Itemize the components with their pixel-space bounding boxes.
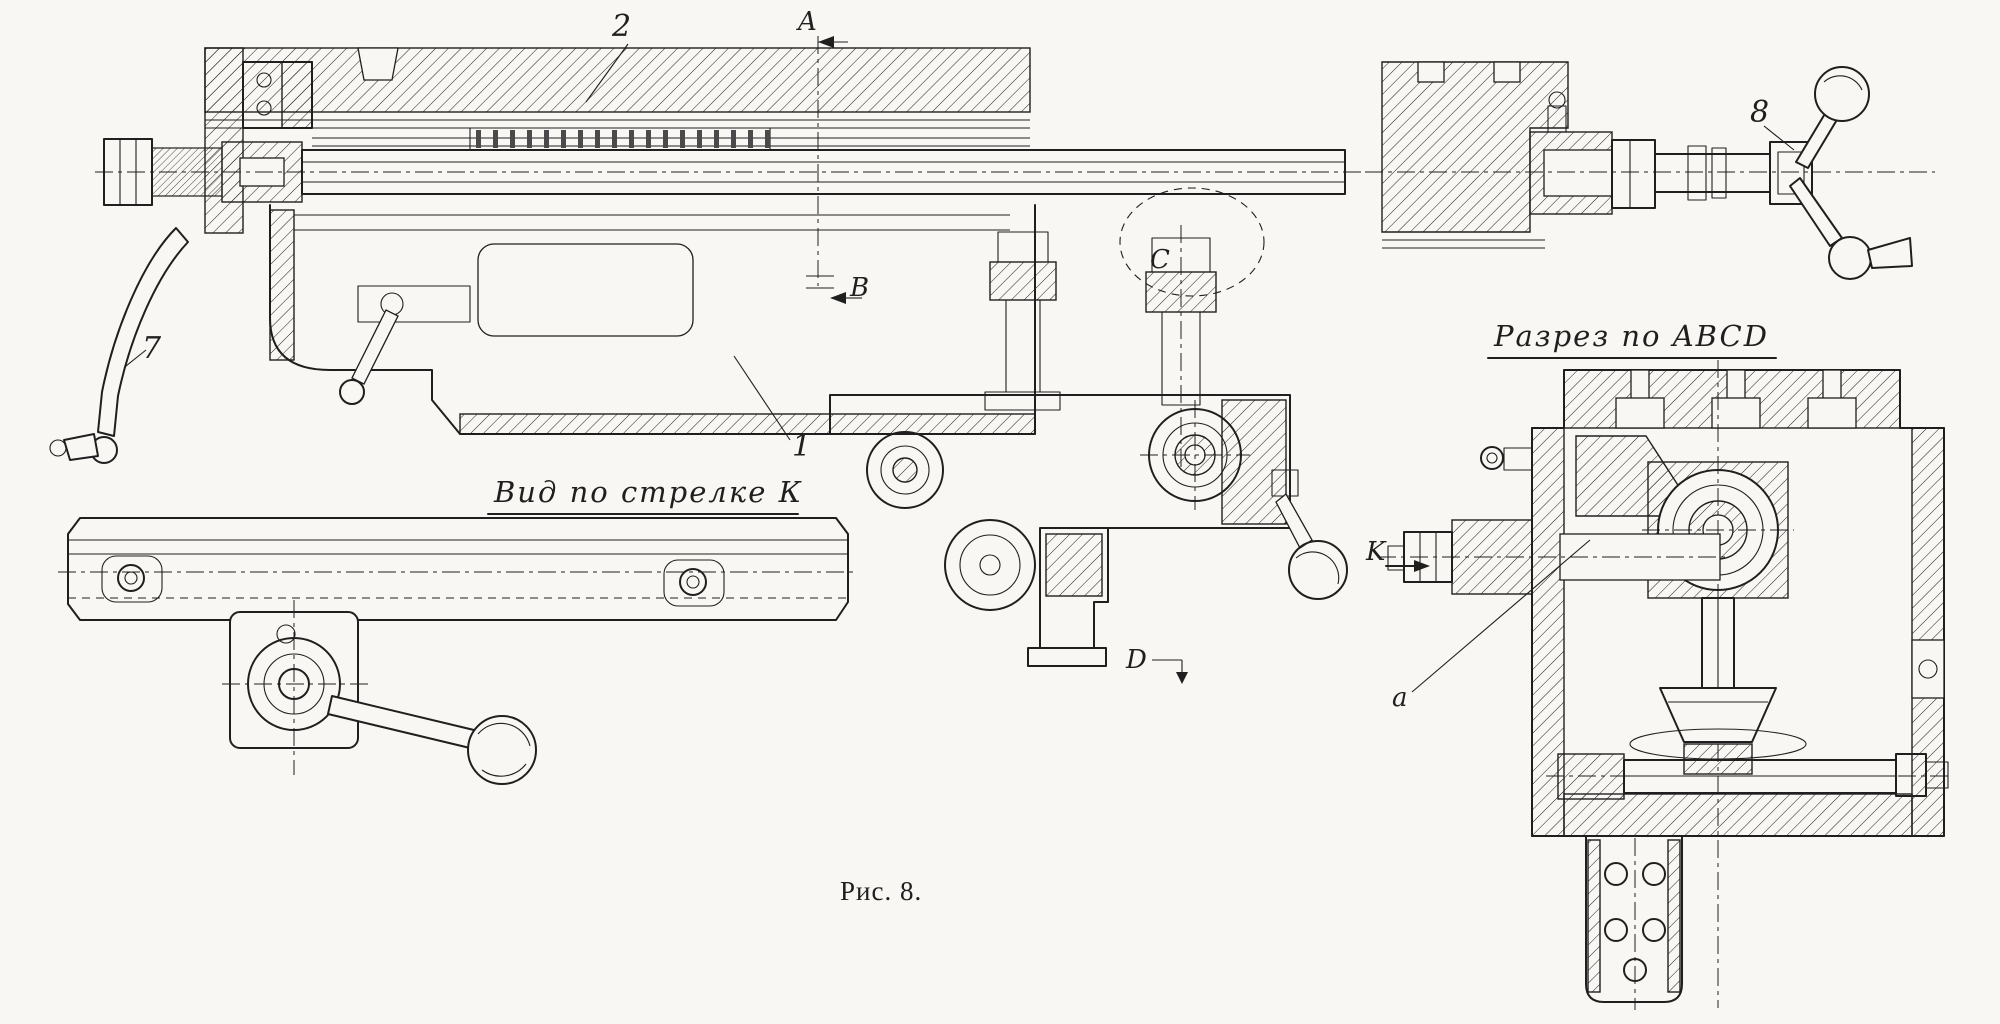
part-label-1: 1 (792, 429, 811, 464)
section-letter-c: C (1150, 245, 1170, 275)
section-letter-d: D (1125, 645, 1147, 675)
bearing-circles (1140, 400, 1250, 510)
t-slots (1615, 369, 1857, 429)
view-along-arrow-k (58, 517, 858, 785)
leadscrew-assembly (95, 127, 1362, 206)
bevel-gear-set (1629, 597, 1807, 775)
arrow-k-mark (1385, 560, 1430, 572)
worm-boss (866, 431, 944, 509)
side-bolt (1480, 446, 1533, 471)
handle-8-lower-ball (1828, 236, 1872, 280)
vertical-shaft-2 (1145, 225, 1217, 470)
part-label-2: 2 (611, 9, 631, 44)
flange-circle (944, 519, 1036, 611)
part-label-8: 8 (1750, 95, 1769, 130)
leader-part-8 (1763, 125, 1795, 151)
section-abcd-title: Разрез по ABCD (1493, 319, 1769, 353)
bottom-bracket (1585, 835, 1683, 1010)
section-line-a (817, 36, 848, 286)
part-label-7: 7 (142, 331, 162, 366)
leader-part-2 (585, 43, 629, 103)
handle-ball (1288, 540, 1348, 600)
figure-caption: Рис. 8. (840, 876, 922, 906)
section-letter-b: B (849, 273, 869, 303)
main-longitudinal-section-view (95, 36, 1362, 684)
handle-8-assembly (1789, 66, 1913, 280)
apron-assembly (269, 204, 1036, 435)
apron-clamp-lever (339, 285, 471, 405)
section-mark-d (1152, 659, 1188, 684)
detail-letter-a: a (1392, 683, 1408, 713)
section-abcd-view (1378, 360, 1952, 1010)
ball-lever (327, 695, 537, 785)
bed-hatched-band (204, 47, 1031, 234)
bar-slot-right (663, 559, 725, 607)
clamp-lever-ball (339, 379, 365, 405)
section-letter-a: A (796, 7, 817, 37)
vertical-shaft-1 (984, 231, 1061, 411)
square-shaft-end (1925, 761, 1949, 789)
right-notch (1911, 639, 1945, 699)
handle-8-cone-knob (1867, 237, 1913, 269)
section-mark-b (806, 275, 862, 304)
apron-inner-window (477, 243, 694, 337)
leader-detail-a (1411, 539, 1591, 693)
clamp-lever-7 (49, 227, 189, 464)
gearbox-housing (829, 394, 1348, 667)
view-k-title: Вид по стрелке К (493, 475, 803, 509)
ball-lever-knob (467, 715, 537, 785)
handle-hub (1769, 141, 1813, 205)
leader-part-1 (733, 355, 791, 441)
right-end-section-view (1365, 61, 1935, 280)
detail-c-ellipse (1119, 187, 1265, 297)
lower-cross-shaft (1546, 753, 1952, 800)
arrow-letter-k: K (1365, 537, 1387, 567)
slide-bar (67, 517, 849, 621)
ball-handle (1271, 469, 1348, 600)
lever-7-tip (63, 433, 99, 461)
bar-slot-left (101, 555, 163, 603)
left-shaft-gland (1378, 519, 1726, 595)
handle-8-upper-ball (1814, 66, 1870, 122)
handwheel-plate (222, 600, 368, 775)
